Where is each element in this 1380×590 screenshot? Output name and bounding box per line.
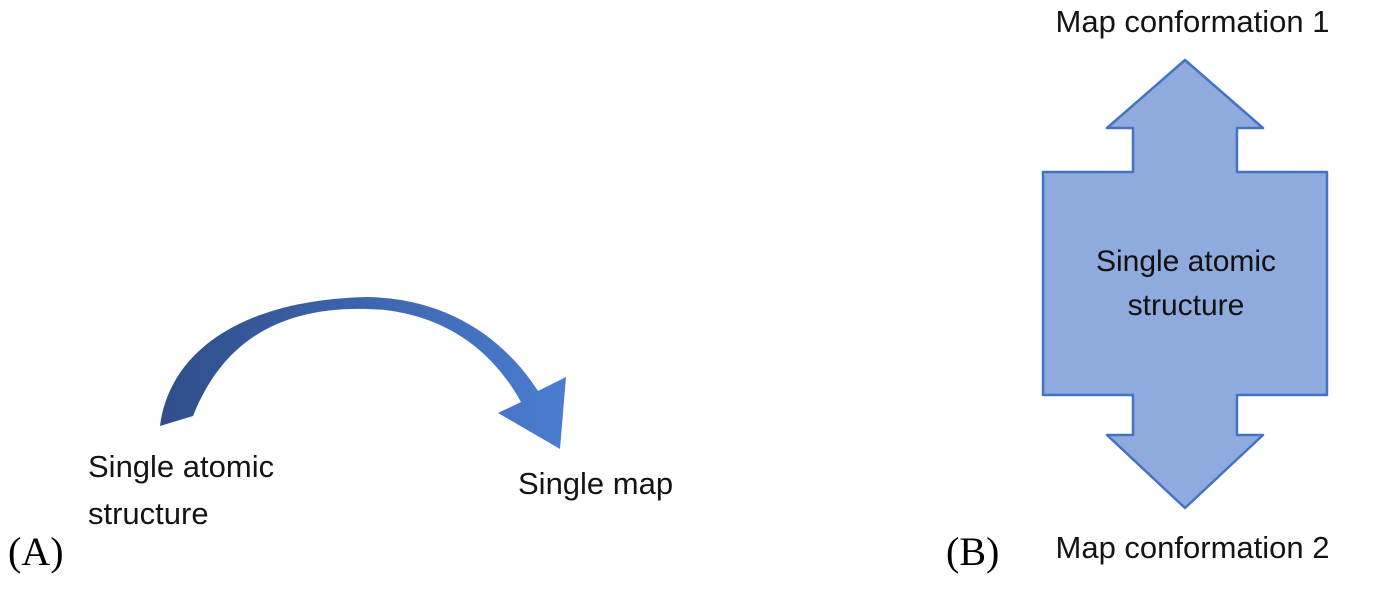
panel-b-label: (B) xyxy=(946,529,1000,574)
double-arrow-shape xyxy=(1041,58,1329,510)
panel-a-label: (A) xyxy=(8,529,64,574)
panel-b-bottom-label: Map conformation 2 xyxy=(1055,530,1330,565)
panel-b-center-label: Single atomic structure xyxy=(1045,172,1327,395)
double-arrow-icon xyxy=(1041,58,1329,510)
panel-a-source-line1: Single atomic xyxy=(88,449,275,484)
panel-a-source-line2: structure xyxy=(88,496,209,531)
curved-arrow-shape xyxy=(160,297,566,449)
panel-a-source-label: Single atomic structure xyxy=(88,443,274,537)
panel-b-top-label: Map conformation 1 xyxy=(1055,4,1330,39)
panel-b-center-line2: structure xyxy=(1127,288,1245,322)
panel-a-target-label: Single map xyxy=(518,466,674,501)
curved-arrow-icon xyxy=(160,297,566,449)
panel-b-center-line1: Single atomic xyxy=(1095,244,1277,278)
